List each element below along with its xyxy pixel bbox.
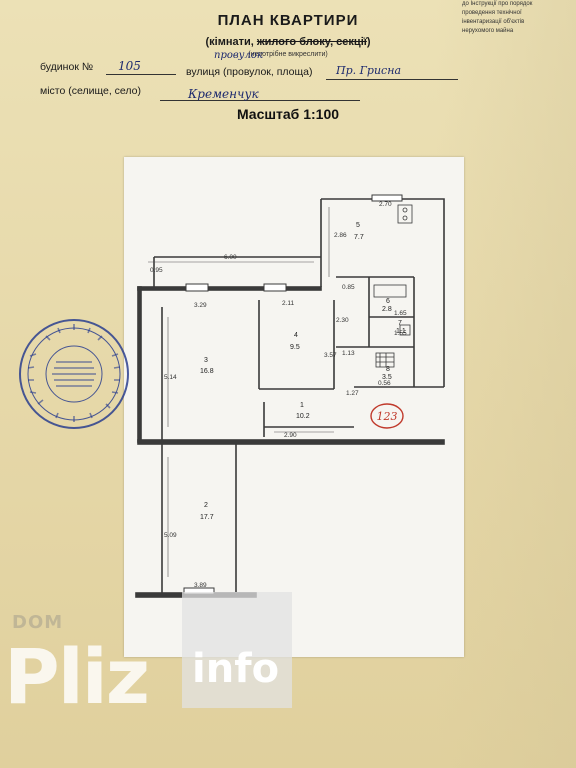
subtitle-note: (непотрібне викреслити) — [248, 51, 328, 58]
floor-plan-sheet: 2.70 2.86 6.00 0.95 3.29 2.11 5.14 3.57 … — [124, 157, 464, 657]
apartment-number: 123 — [377, 410, 398, 423]
room-area: 3.5 — [382, 374, 392, 381]
room-area: 2.8 — [382, 306, 392, 313]
document-title: ПЛАН КВАРТИРИ — [217, 12, 359, 29]
room-area: 7.7 — [354, 234, 364, 241]
dim-label: 1.55 — [394, 330, 407, 337]
street-value: Пр. Грисна — [336, 64, 402, 77]
dim-label: 2.90 — [284, 432, 297, 439]
room-area: 1.1 — [396, 328, 406, 335]
dim-label: 3.57 — [324, 352, 337, 359]
dim-label: 0.85 — [342, 284, 355, 291]
room-area: 9.5 — [290, 344, 300, 351]
room-number: 1 — [300, 402, 304, 409]
street-label: вулиця (провулок, площа) — [186, 66, 313, 78]
dim-label: 5.09 — [164, 532, 177, 539]
dim-label: 2.30 — [336, 317, 349, 324]
building-value: 105 — [118, 59, 141, 73]
room-number: 8 — [386, 366, 390, 373]
city-underline — [160, 100, 360, 101]
building-label: будинок № — [40, 61, 94, 73]
floor-plan-drawing: 2.70 2.86 6.00 0.95 3.29 2.11 5.14 3.57 … — [135, 194, 445, 598]
dim-label: 2.11 — [282, 300, 295, 307]
dim-label: 3.29 — [194, 302, 207, 309]
room-number: 3 — [204, 357, 208, 364]
apartment-number-mark: 123 — [370, 403, 404, 429]
document-subtitle: (кімнати, жилого блоку, секції) — [205, 36, 371, 48]
watermark-small: DOM — [12, 612, 64, 633]
room-area: 17.7 — [200, 514, 214, 521]
dim-label: 1.13 — [342, 350, 355, 357]
dim-label: 0.56 — [378, 380, 391, 387]
dim-label: 3.89 — [194, 582, 207, 589]
room-number: 2 — [204, 502, 208, 509]
room-number: 4 — [294, 332, 298, 339]
room-number: 7 — [398, 320, 402, 327]
building-underline — [106, 74, 176, 75]
room-number: 5 — [356, 222, 360, 229]
dim-label: 2.86 — [334, 232, 347, 239]
dim-label: 1.65 — [394, 310, 407, 317]
dim-label: 2.70 — [379, 201, 392, 208]
dim-label: 5.14 — [164, 374, 177, 381]
dim-label: 0.95 — [150, 267, 163, 274]
city-value: Кременчук — [188, 87, 259, 101]
dim-label: 6.00 — [224, 254, 237, 261]
room-number: 6 — [386, 298, 390, 305]
city-label: місто (селище, село) — [40, 85, 141, 97]
official-stamp-seal — [19, 319, 129, 429]
room-area: 16.8 — [200, 368, 214, 375]
watermark-logo: Pliz — [4, 632, 150, 721]
dim-label: 1.27 — [346, 390, 359, 397]
watermark-box-text: info — [192, 646, 280, 692]
room-area: 10.2 — [296, 413, 310, 420]
street-underline — [326, 79, 458, 80]
corner-note: до Інструкції про порядок проведення тех… — [462, 1, 533, 34]
watermark-box — [182, 592, 292, 708]
scale-text: Масштаб 1:100 — [236, 106, 340, 122]
street-handwritten-above: провулок — [214, 50, 263, 61]
